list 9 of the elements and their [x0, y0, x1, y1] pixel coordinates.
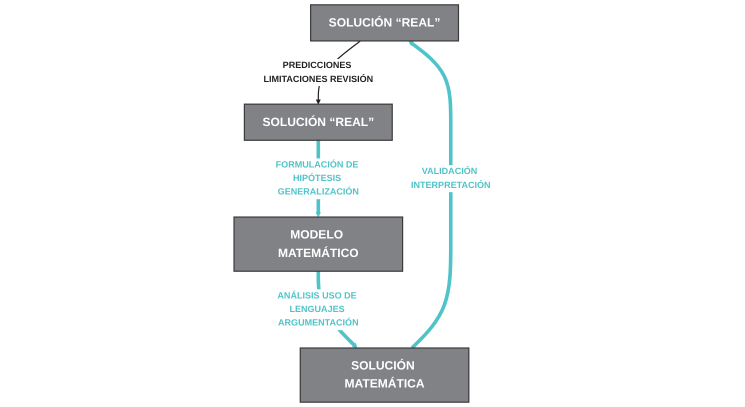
edge-label: FORMULACIÓN DE HIPÓTESIS GENERALIZACIÓN: [276, 160, 359, 197]
node-box: SOLUCIÓN “REAL”: [244, 104, 393, 141]
edge-label: ANÁLISIS USO DE LENGUAJES ARGUMENTACIÓN: [277, 290, 359, 328]
node-box: MODELO MATEMÁTICO: [233, 216, 404, 272]
edge-label: PREDICCIONES LIMITACIONES REVISIÓN: [263, 60, 374, 84]
edge-label: VALIDACIÓN INTERPRETACIÓN: [410, 166, 491, 190]
node-box: SOLUCIÓN “REAL”: [310, 4, 460, 42]
arrow: [408, 40, 453, 350]
node-box: SOLUCIÓN MATEMÁTICA: [300, 347, 470, 403]
